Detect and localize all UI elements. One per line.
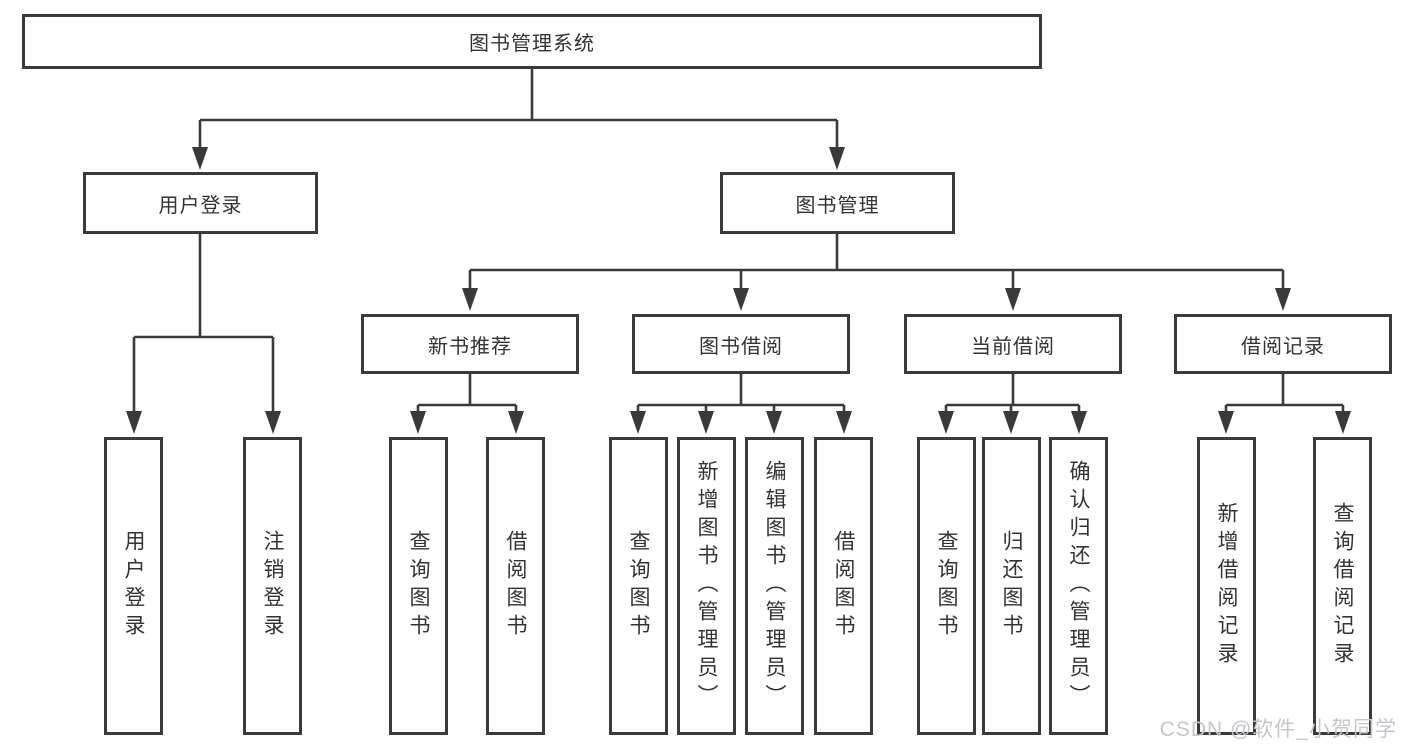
- leaf-current-confirm-return-admin: 确认归还（管理员）: [1049, 437, 1108, 735]
- leaf-newbook-borrow-books: 借阅图书: [486, 437, 545, 735]
- csdn-watermark: CSDN @软件_小贺同学: [1159, 718, 1397, 741]
- leaf-records-query-record: 查询借阅记录: [1313, 437, 1372, 735]
- leaf-user-login-label: 用户登录: [122, 530, 145, 642]
- node-current-borrowing-label: 当前借阅: [971, 335, 1055, 358]
- leaf-logout: 注销登录: [243, 437, 302, 735]
- node-user-login-group-label: 用户登录: [158, 194, 243, 217]
- node-root-library-system: 图书管理系统: [22, 14, 1042, 69]
- leaf-borrow-query-books: 查询图书: [609, 437, 668, 735]
- node-borrowing-records: 借阅记录: [1174, 314, 1392, 374]
- node-book-borrowing-label: 图书借阅: [699, 335, 783, 358]
- leaf-records-query-record-label: 查询借阅记录: [1331, 502, 1354, 670]
- arrowheads: [126, 147, 1351, 434]
- leaf-newbook-query-books: 查询图书: [389, 437, 448, 735]
- leaf-current-confirm-return-admin-label: 确认归还（管理员）: [1067, 460, 1090, 712]
- leaf-borrow-borrow-books: 借阅图书: [814, 437, 873, 735]
- leaf-current-query-books-label: 查询图书: [935, 530, 958, 642]
- node-current-borrowing: 当前借阅: [904, 314, 1122, 374]
- node-borrowing-records-label: 借阅记录: [1241, 335, 1325, 358]
- leaf-borrow-edit-books-admin: 编辑图书（管理员）: [745, 437, 804, 735]
- leaf-logout-label: 注销登录: [261, 530, 284, 642]
- leaf-newbook-borrow-books-label: 借阅图书: [504, 530, 527, 642]
- leaf-newbook-query-books-label: 查询图书: [407, 530, 430, 642]
- leaf-current-return-books-label: 归还图书: [1000, 530, 1023, 642]
- leaf-current-query-books: 查询图书: [917, 437, 976, 735]
- node-book-borrowing: 图书借阅: [632, 314, 850, 374]
- node-new-book-recommend: 新书推荐: [361, 314, 579, 374]
- node-new-book-recommend-label: 新书推荐: [428, 335, 512, 358]
- leaf-current-return-books: 归还图书: [982, 437, 1041, 735]
- leaf-borrow-add-books-admin: 新增图书（管理员）: [677, 437, 736, 735]
- leaf-borrow-edit-books-admin-label: 编辑图书（管理员）: [763, 460, 786, 712]
- leaf-user-login: 用户登录: [104, 437, 163, 735]
- node-book-management-group-label: 图书管理: [795, 194, 880, 217]
- leaf-borrow-borrow-books-label: 借阅图书: [832, 530, 855, 642]
- leaf-records-add-record-label: 新增借阅记录: [1215, 502, 1238, 670]
- leaf-records-add-record: 新增借阅记录: [1197, 437, 1256, 735]
- node-root-label: 图书管理系统: [469, 33, 595, 55]
- leaf-borrow-add-books-admin-label: 新增图书（管理员）: [695, 460, 718, 712]
- node-user-login-group: 用户登录: [83, 172, 318, 234]
- node-book-management-group: 图书管理: [720, 172, 955, 234]
- leaf-borrow-query-books-label: 查询图书: [627, 530, 650, 642]
